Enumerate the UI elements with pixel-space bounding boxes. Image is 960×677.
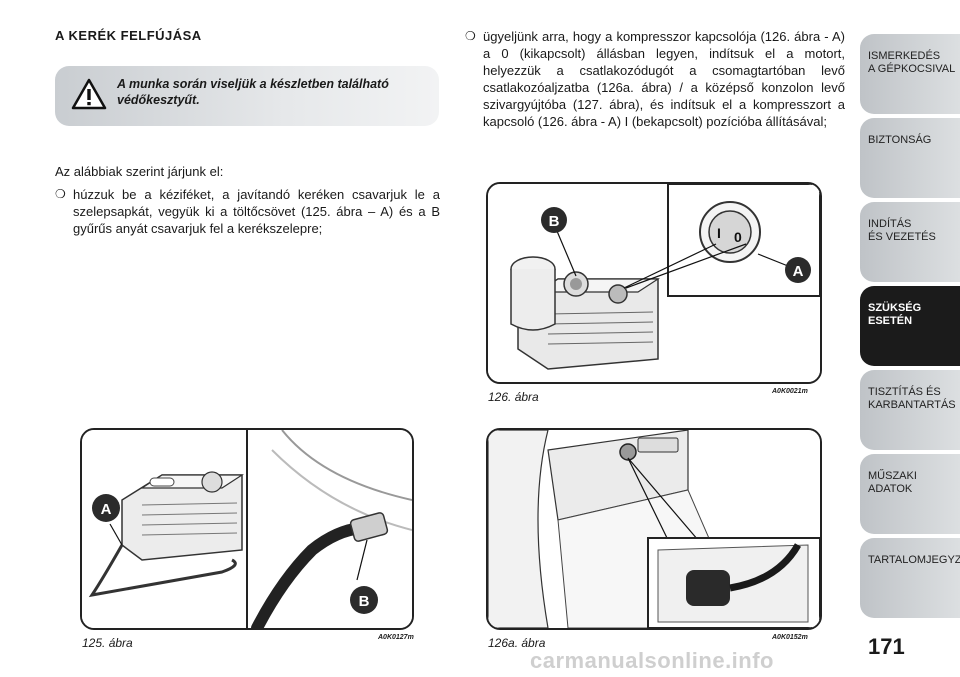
bullet-item-1: ❍ húzzuk be a kéziféket, a javítandó ker… bbox=[55, 186, 440, 237]
tab-tisztitas[interactable]: TISZTÍTÁS ÉS KARBANTARTÁS bbox=[860, 370, 960, 450]
tab-muszaki-adatok[interactable]: MŰSZAKI ADATOK bbox=[860, 454, 960, 534]
warning-triangle-icon bbox=[71, 78, 107, 110]
figure-caption: 126. ábra bbox=[488, 390, 539, 404]
figure-caption: 126a. ábra bbox=[488, 636, 546, 650]
tab-tartalomjegyzek[interactable]: TARTALOMJEGYZÉK bbox=[860, 538, 960, 618]
figure-126: I 0 B A bbox=[486, 182, 822, 384]
figure-code: A0K0021m bbox=[772, 388, 808, 395]
bullet-text: húzzuk be a kéziféket, a javítandó kerék… bbox=[73, 187, 440, 236]
figure-126a bbox=[486, 428, 822, 630]
figure-code: A0K0152m bbox=[772, 634, 808, 641]
switch-on-label: I bbox=[717, 225, 721, 241]
intro-text: Az alábbiak szerint járjunk el: bbox=[55, 164, 224, 179]
compressor-switch-illustration: I 0 B A bbox=[488, 184, 820, 382]
bullet-item-2: ❍ ügyeljünk arra, hogy a kompresszor kap… bbox=[465, 28, 845, 130]
bullet-mark: ❍ bbox=[465, 29, 476, 43]
tab-szukseg-eseten[interactable]: SZÜKSÉG ESETÉN bbox=[860, 286, 960, 366]
callout-a: A bbox=[793, 263, 804, 280]
callout-b: B bbox=[549, 213, 560, 230]
switch-off-label: 0 bbox=[734, 229, 742, 245]
watermark: carmanualsonline.info bbox=[530, 648, 774, 673]
trunk-socket-illustration bbox=[488, 430, 820, 628]
figure-125: A B bbox=[80, 428, 414, 630]
warning-text: A munka során viseljük a készletben talá… bbox=[117, 77, 389, 107]
warning-box: A munka során viseljük a készletben talá… bbox=[55, 66, 439, 126]
tab-inditas[interactable]: INDÍTÁS ÉS VEZETÉS bbox=[860, 202, 960, 282]
chapter-tabs: ISMERKEDÉS A GÉPKOCSIVAL BIZTONSÁG INDÍT… bbox=[860, 0, 960, 677]
bullet-text: ügyeljünk arra, hogy a kompresszor kapcs… bbox=[483, 29, 845, 129]
page-number: 171 bbox=[868, 634, 905, 659]
callout-b: B bbox=[359, 593, 370, 610]
tab-ismerkedes[interactable]: ISMERKEDÉS A GÉPKOCSIVAL bbox=[860, 34, 960, 114]
figure-caption: 125. ábra bbox=[82, 636, 133, 650]
compressor-hose-illustration: A B bbox=[82, 430, 412, 628]
figure-code: A0K0127m bbox=[378, 634, 414, 641]
section-title: A KERÉK FELFÚJÁSA bbox=[55, 28, 202, 43]
callout-a: A bbox=[101, 501, 112, 518]
bullet-mark: ❍ bbox=[55, 187, 66, 201]
tab-biztonsag[interactable]: BIZTONSÁG bbox=[860, 118, 960, 198]
